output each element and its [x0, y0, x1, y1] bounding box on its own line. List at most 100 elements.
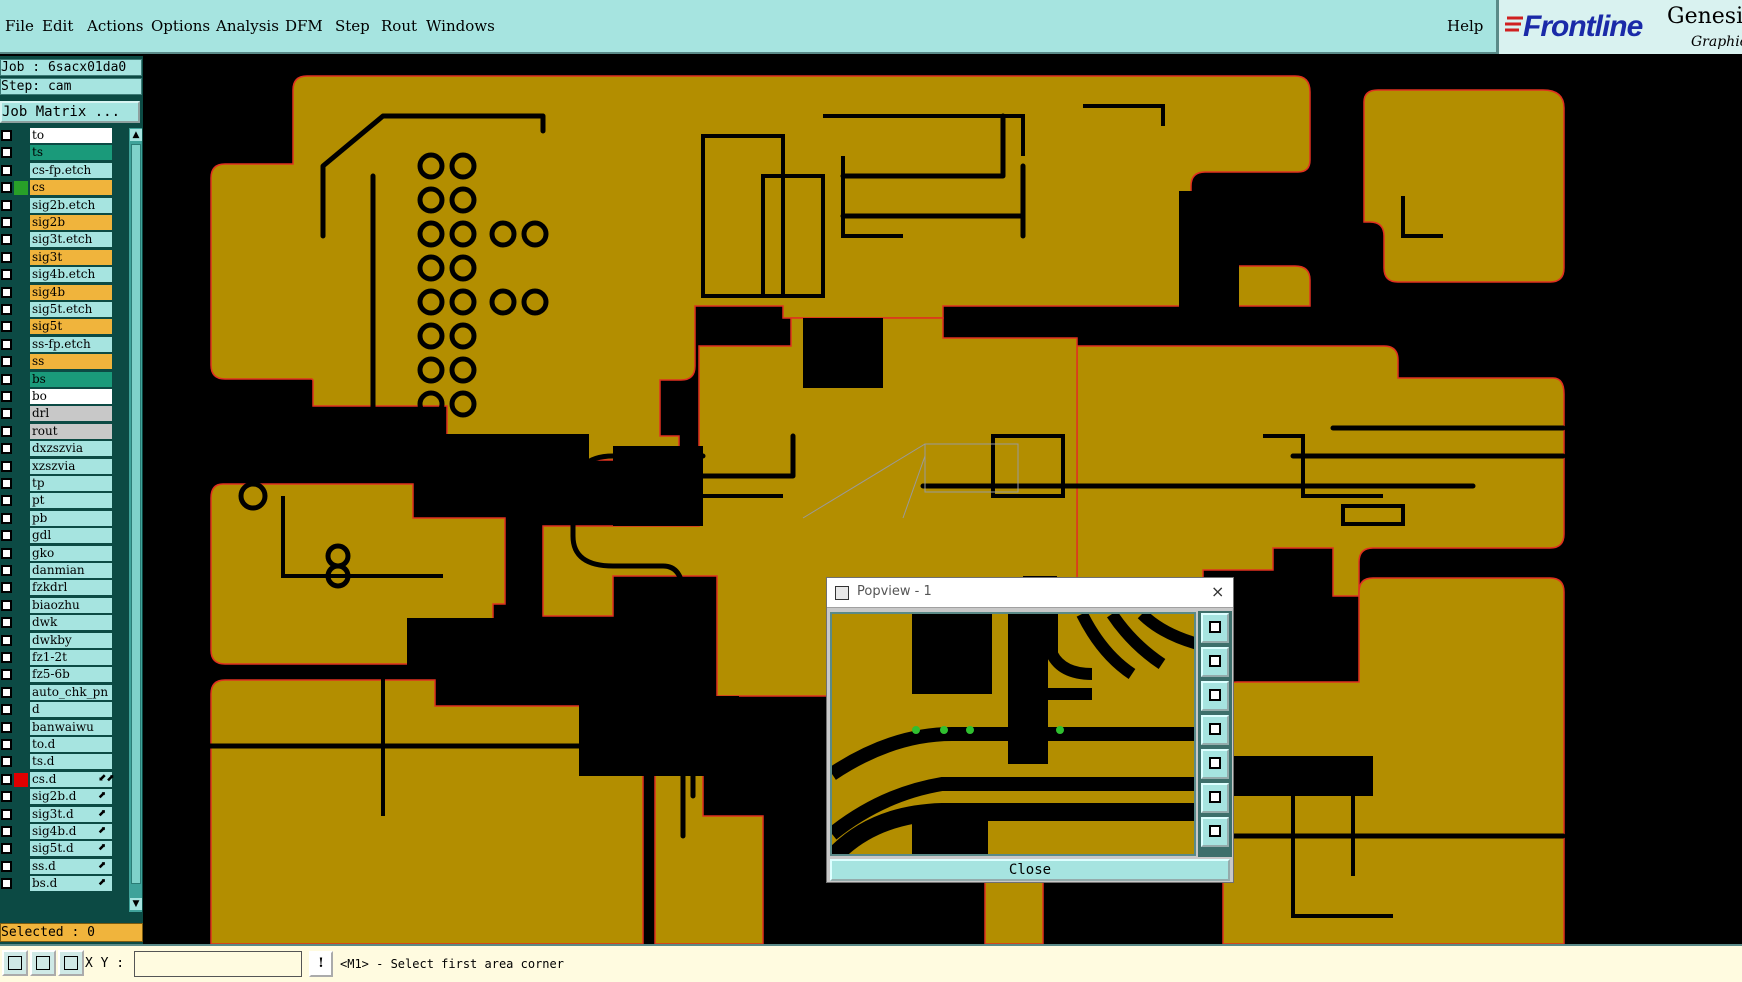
layer-checkbox[interactable]	[1, 199, 12, 211]
layer-row[interactable]: biaozhu	[0, 597, 130, 614]
layer-label[interactable]: sig4b.d	[30, 824, 112, 839]
layer-row[interactable]: bs	[0, 371, 130, 388]
warning-button[interactable]: !	[309, 951, 333, 977]
layer-checkbox[interactable]	[1, 582, 12, 594]
layer-affected-indicator[interactable]	[14, 390, 28, 404]
layer-row[interactable]: d	[0, 702, 130, 718]
layer-row[interactable]: dwkby	[0, 632, 130, 649]
menu-help[interactable]: Help	[1447, 17, 1484, 35]
select-mode-button[interactable]	[2, 950, 28, 976]
layer-checkbox[interactable]	[1, 773, 12, 785]
layer-row[interactable]: pt	[0, 493, 130, 509]
menu-step[interactable]: Step	[335, 17, 370, 35]
layer-row[interactable]: sig4b.etch	[0, 267, 130, 283]
layer-affected-indicator[interactable]	[14, 407, 28, 421]
layer-row[interactable]: dxzszvia	[0, 441, 130, 457]
layer-row[interactable]: fz1-2t	[0, 650, 130, 666]
layer-affected-indicator[interactable]	[14, 599, 28, 613]
layer-checkbox[interactable]	[1, 617, 12, 629]
layer-checkbox[interactable]	[1, 756, 12, 768]
layer-label[interactable]: pb	[30, 510, 112, 526]
layer-row[interactable]: fz5-6b	[0, 667, 130, 683]
layer-label[interactable]: sig2b.etch	[30, 197, 112, 213]
layer-label[interactable]: ss	[30, 354, 112, 370]
layer-label[interactable]: drl	[30, 406, 112, 422]
layer-checkbox[interactable]	[1, 634, 12, 646]
layer-affected-indicator[interactable]	[14, 651, 28, 665]
layer-row[interactable]: sig2b.etch	[0, 197, 130, 214]
layer-affected-indicator[interactable]	[14, 860, 28, 874]
layer-label[interactable]: bs	[30, 371, 112, 387]
layer-label[interactable]: sig4b.etch	[30, 267, 112, 283]
layer-row[interactable]: cs.d⬋⬈	[0, 771, 130, 788]
layer-checkbox[interactable]	[1, 704, 12, 716]
menu-analysis[interactable]: Analysis	[216, 17, 279, 35]
layer-label[interactable]: ss-fp.etch	[30, 336, 112, 352]
menu-edit[interactable]: Edit	[42, 17, 74, 35]
xy-input[interactable]	[134, 951, 302, 977]
layer-label[interactable]: tp	[30, 476, 112, 491]
layer-label[interactable]: cs.d	[30, 771, 112, 787]
layer-label[interactable]: sig3t.d	[30, 806, 112, 822]
layer-row[interactable]: bs.d⬈	[0, 876, 130, 892]
grid-button[interactable]	[58, 950, 84, 976]
layer-row[interactable]: ts	[0, 145, 130, 161]
popview-titlebar[interactable]: Popview - 1 ×	[827, 578, 1233, 608]
layer-label[interactable]: bo	[30, 389, 112, 404]
layer-row[interactable]: ts.d	[0, 754, 130, 770]
layer-checkbox[interactable]	[1, 182, 12, 194]
layer-affected-indicator[interactable]	[14, 146, 28, 160]
layer-checkbox[interactable]	[1, 338, 12, 350]
layer-label[interactable]: gdl	[30, 528, 112, 544]
layer-affected-indicator[interactable]	[14, 564, 28, 578]
layer-affected-indicator[interactable]	[14, 877, 28, 891]
layer-label[interactable]: sig2b.d	[30, 789, 112, 805]
layer-checkbox[interactable]	[1, 721, 12, 733]
layer-label[interactable]: auto_chk_pn	[30, 684, 112, 700]
layer-checkbox[interactable]	[1, 217, 12, 228]
menu-options[interactable]: Options	[151, 17, 211, 35]
zoom-fit-button[interactable]	[1201, 613, 1229, 643]
layer-affected-indicator[interactable]	[14, 373, 28, 387]
job-matrix-button[interactable]: Job Matrix ...	[0, 101, 140, 123]
layer-affected-indicator[interactable]	[14, 338, 28, 352]
layer-affected-indicator[interactable]	[14, 268, 28, 282]
layer-row[interactable]: to.d	[0, 737, 130, 753]
layer-affected-indicator[interactable]	[14, 286, 28, 300]
layer-row[interactable]: cs	[0, 180, 130, 196]
layer-affected-indicator[interactable]	[14, 772, 28, 787]
layer-label[interactable]: bs.d	[30, 876, 112, 892]
layer-row[interactable]: sig5t.etch	[0, 302, 130, 318]
measure-button[interactable]	[30, 950, 56, 976]
layer-row[interactable]: ss	[0, 354, 130, 370]
layer-checkbox[interactable]	[1, 512, 12, 524]
layer-row[interactable]: gdl	[0, 528, 130, 544]
layer-affected-indicator[interactable]	[14, 494, 28, 508]
layer-checkbox[interactable]	[1, 808, 12, 820]
layer-label[interactable]: d	[30, 702, 112, 718]
menu-rout[interactable]: Rout	[381, 17, 418, 35]
layer-row[interactable]: xzszvia	[0, 458, 130, 475]
layer-label[interactable]: ts.d	[30, 754, 112, 770]
layer-label[interactable]: sig2b	[30, 215, 112, 230]
layer-checkbox[interactable]	[1, 460, 12, 472]
layer-affected-indicator[interactable]	[14, 129, 28, 143]
layer-affected-indicator[interactable]	[14, 668, 28, 682]
layer-affected-indicator[interactable]	[14, 703, 28, 717]
layer-label[interactable]: sig5t	[30, 319, 112, 335]
layer-affected-indicator[interactable]	[14, 425, 28, 439]
layer-row[interactable]: sig3t.d⬈	[0, 806, 130, 823]
layer-checkbox[interactable]	[1, 878, 12, 890]
layer-checkbox[interactable]	[1, 547, 12, 559]
layer-affected-indicator[interactable]	[14, 721, 28, 735]
menu-actions[interactable]: Actions	[87, 17, 144, 35]
layer-checkbox[interactable]	[1, 147, 12, 159]
layer-row[interactable]: gko	[0, 545, 130, 562]
layer-checkbox[interactable]	[1, 826, 12, 837]
layer-row[interactable]: sig2b	[0, 215, 130, 231]
pan-right-button[interactable]	[1201, 749, 1229, 779]
layer-label[interactable]: danmian	[30, 563, 112, 578]
layer-row[interactable]: bo	[0, 389, 130, 405]
layer-label[interactable]: sig3t.etch	[30, 232, 112, 248]
layer-label[interactable]: sig5t.etch	[30, 302, 112, 317]
